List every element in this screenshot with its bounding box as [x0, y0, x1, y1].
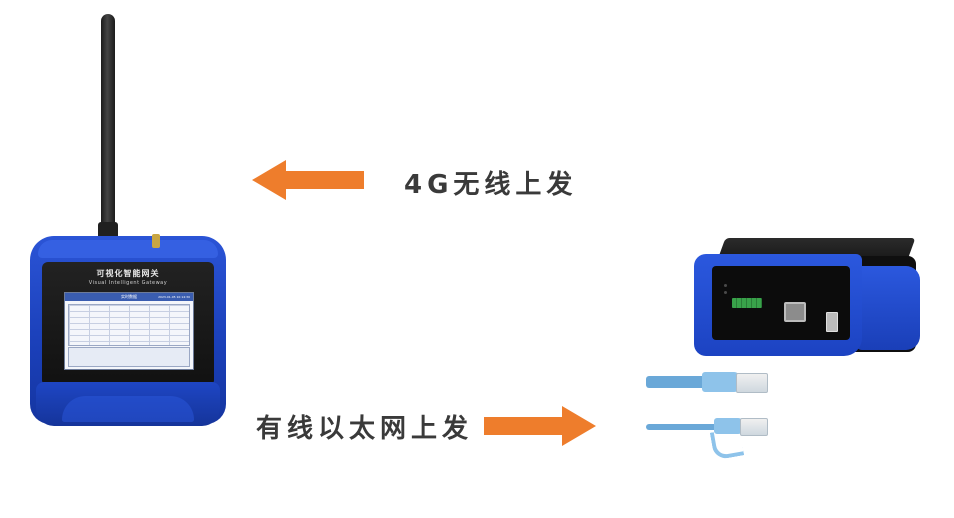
cable-2-wire — [646, 424, 720, 430]
gold-connector — [152, 234, 160, 248]
antenna — [101, 14, 115, 244]
gateway-top-lip — [38, 240, 218, 258]
rj45-port-icon — [784, 302, 806, 322]
rj45-plug-icon — [740, 418, 768, 436]
cable-1-boot — [702, 372, 740, 392]
arrow-wired-shape — [484, 406, 596, 446]
led-indicator — [724, 284, 727, 287]
box-frame-right — [856, 266, 920, 350]
gateway-bottom-notch — [62, 396, 194, 422]
gateway-title: 可视化智能网关 — [96, 269, 160, 278]
led-indicator — [724, 291, 727, 294]
gateway-subtitle: Visual Intelligent Gateway — [88, 280, 168, 286]
cable-2-boot — [714, 418, 744, 434]
screen-bottom-panel — [68, 347, 190, 367]
cable-1-wire — [646, 376, 710, 388]
usb-port-icon — [826, 312, 838, 332]
screen-title: 实时数据 — [121, 294, 137, 299]
screen-data-table — [68, 304, 190, 346]
screen-header — [65, 293, 193, 301]
screen-time: 2023-01-05 10:14:30 — [158, 295, 190, 299]
rj45-plug-icon — [736, 373, 768, 393]
label-4g-uplink: 4G无线上发 — [404, 170, 578, 200]
arrow-left-icon — [252, 160, 364, 200]
label-wired-uplink: 有线以太网上发 — [256, 414, 474, 444]
terminal-block — [732, 298, 762, 308]
gateway-screen: 实时数据 2023-01-05 10:14:30 — [64, 292, 194, 370]
arrow-right-icon — [484, 406, 596, 446]
arrow-4g-shape — [252, 160, 364, 200]
